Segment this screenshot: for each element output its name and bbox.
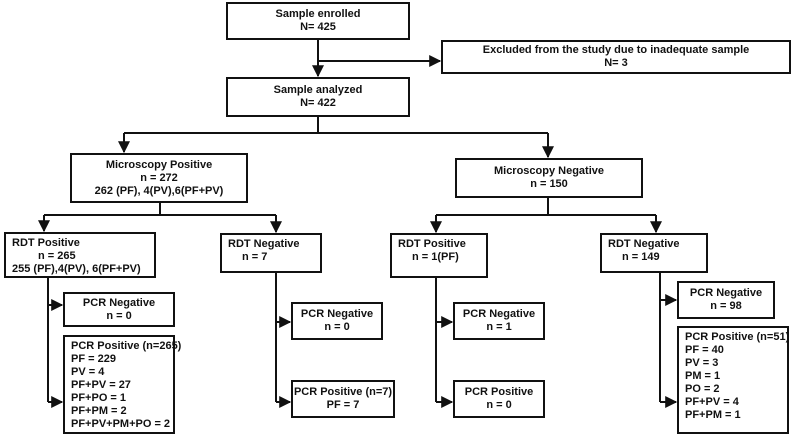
pcr-line: PF+PM = 1	[685, 409, 741, 421]
box-pcr-positive-2: PCR Positive (n=7) PF = 7	[291, 380, 395, 418]
box-sample-analyzed: Sample analyzed N= 422	[226, 77, 410, 117]
pcr-line: PV = 4	[71, 366, 105, 378]
box-count: n = 1(PF)	[412, 251, 459, 263]
box-title: PCR Positive (n=7)	[293, 386, 393, 398]
box-detail: 262 (PF), 4(PV),6(PF+PV)	[94, 184, 224, 197]
box-title: RDT Positive	[12, 237, 80, 249]
box-excluded: Excluded from the study due to inadequat…	[441, 40, 791, 74]
box-detail: 255 (PF),4(PV), 6(PF+PV)	[12, 263, 141, 275]
pcr-line: PF+PV = 4	[685, 396, 739, 408]
box-count: n = 265	[38, 250, 76, 262]
box-count: n = 150	[530, 178, 568, 190]
pcr-line: PV = 3	[685, 357, 719, 369]
pcr-line: PF+PV = 27	[71, 379, 131, 391]
pcr-line: PO = 2	[685, 383, 720, 395]
box-count: n = 272	[140, 171, 178, 184]
pcr-line: PM = 1	[685, 370, 721, 382]
box-microscopy-negative: Microscopy Negative n = 150	[455, 158, 643, 198]
box-title: Sample enrolled	[275, 8, 361, 20]
box-microscopy-positive: Microscopy Positive n = 272 262 (PF), 4(…	[70, 153, 248, 203]
box-rdt-positive-1: RDT Positive n = 265 255 (PF),4(PV), 6(P…	[4, 232, 156, 278]
box-count: n = 98	[710, 300, 742, 312]
pcr-line: PF+PM = 2	[71, 405, 127, 417]
box-pcr-negative-4: PCR Negative n = 98	[677, 281, 775, 319]
box-count: n = 149	[622, 251, 660, 263]
box-count: n = 0	[106, 309, 132, 322]
box-title: Sample analyzed	[273, 84, 363, 96]
box-count: n = 0	[486, 399, 512, 411]
box-count: N= 3	[604, 57, 628, 69]
box-title: Excluded from the study due to inadequat…	[482, 44, 750, 56]
box-pcr-negative-3: PCR Negative n = 1	[453, 302, 545, 340]
box-pcr-positive-3: PCR Positive n = 0	[453, 380, 545, 418]
box-title: PCR Negative	[300, 308, 374, 320]
pcr-line: PF+PO = 1	[71, 392, 127, 404]
pcr-line: PF = 40	[685, 344, 724, 356]
box-title: Microscopy Negative	[493, 165, 605, 177]
pcr-line: PF+PV+PM+PO = 2	[71, 418, 171, 430]
box-title: PCR Negative	[82, 296, 156, 309]
box-pcr-positive-4: PCR Positive (n=51) PF = 40 PV = 3 PM = …	[677, 326, 789, 434]
box-title: PCR Negative	[689, 287, 763, 299]
box-sample-enrolled: Sample enrolled N= 425	[226, 2, 410, 40]
box-rdt-positive-2: RDT Positive n = 1(PF)	[390, 233, 488, 278]
box-title: PCR Positive (n=51)	[685, 331, 790, 343]
pcr-line: PF = 229	[71, 353, 116, 365]
box-count: N= 422	[300, 97, 336, 109]
box-title: PCR Positive (n=265)	[71, 340, 182, 352]
box-title: Microscopy Positive	[105, 158, 213, 171]
box-count: n = 0	[324, 321, 350, 333]
box-title: RDT Negative	[228, 238, 300, 250]
box-pcr-negative-1: PCR Negative n = 0	[63, 292, 175, 327]
box-title: PCR Negative	[462, 308, 536, 320]
box-count: N= 425	[300, 21, 336, 33]
box-title: RDT Negative	[608, 238, 680, 250]
box-title: PCR Positive	[464, 386, 534, 398]
box-rdt-negative-1: RDT Negative n = 7	[220, 233, 322, 273]
box-pcr-negative-2: PCR Negative n = 0	[291, 302, 383, 340]
box-title: RDT Positive	[398, 238, 466, 250]
box-count: n = 7	[242, 251, 268, 263]
box-pcr-positive-1: PCR Positive (n=265) PF = 229 PV = 4 PF+…	[63, 335, 182, 434]
box-count: PF = 7	[326, 399, 360, 411]
box-rdt-negative-2: RDT Negative n = 149	[600, 233, 708, 273]
box-count: n = 1	[486, 321, 512, 333]
